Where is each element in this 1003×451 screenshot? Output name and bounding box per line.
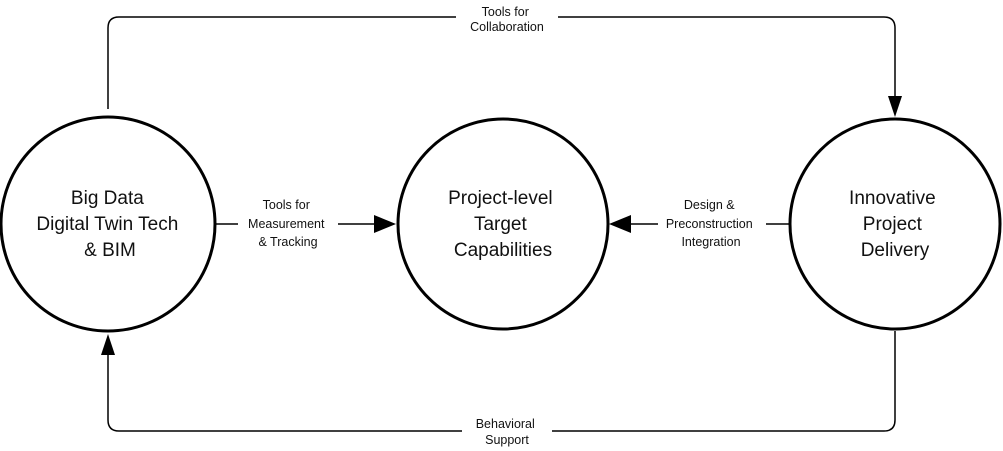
big-data-label-line: Digital Twin Tech xyxy=(36,214,178,235)
measurement-label-line: Tools for xyxy=(263,198,310,212)
design-label-line: Integration xyxy=(681,235,740,249)
collaboration-label-line: Collaboration xyxy=(470,20,544,34)
innovative-delivery-label-line: Delivery xyxy=(861,240,930,261)
measurement-label-bg xyxy=(238,196,338,250)
innovative-delivery-node xyxy=(788,117,1002,331)
collaboration-label-bg xyxy=(456,4,558,34)
measurement-arrowhead xyxy=(374,215,396,233)
big-data-label-line: & BIM xyxy=(84,240,136,261)
behavioral-label-line: Behavioral xyxy=(476,417,535,431)
collaboration-arrowhead xyxy=(888,96,902,117)
measurement-label-line: Measurement xyxy=(248,217,325,231)
collaboration-label: Tools for Collaboration xyxy=(470,5,544,34)
behavioral-label-bg xyxy=(462,416,552,448)
collaboration-label-line: Tools for xyxy=(482,5,529,19)
project-capabilities-label-line: Target xyxy=(474,214,528,235)
design-label-bg xyxy=(658,196,766,250)
behavioral-label: Behavioral Support xyxy=(476,417,539,447)
project-capabilities-label-line: Project-level xyxy=(448,188,553,209)
behavioral-label-line: Support xyxy=(485,433,529,447)
big-data-label: Big Data Digital Twin Tech & BIM xyxy=(36,188,183,261)
innovative-delivery-label: Innovative Project Delivery xyxy=(849,188,941,261)
design-label-line: Design & xyxy=(684,198,735,212)
behavioral-arrowhead xyxy=(101,334,115,355)
design-label: Design & Preconstruction Integration xyxy=(666,198,756,249)
innovative-delivery-label-line: Project xyxy=(863,214,923,235)
project-capabilities-node xyxy=(396,117,610,331)
project-capabilities-label-line: Capabilities xyxy=(454,240,552,261)
measurement-label: Tools for Measurement & Tracking xyxy=(248,198,328,249)
big-data-label-line: Big Data xyxy=(71,188,144,209)
measurement-label-line: & Tracking xyxy=(258,235,317,249)
innovative-delivery-label-line: Innovative xyxy=(849,188,936,209)
design-arrowhead xyxy=(609,215,631,233)
design-label-line: Preconstruction xyxy=(666,217,753,231)
project-capabilities-label: Project-level Target Capabilities xyxy=(448,188,558,261)
big-data-node xyxy=(0,115,217,333)
